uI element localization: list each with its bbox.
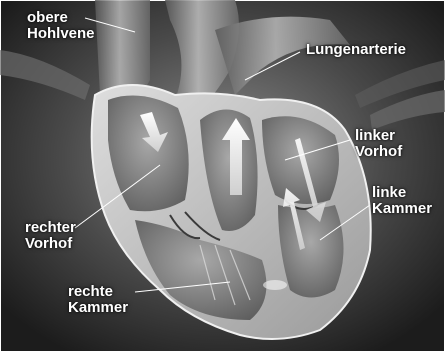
label-left-atrium-line1: linker bbox=[355, 128, 402, 144]
label-pulmonary-artery-line1: Lungenarterie bbox=[306, 42, 406, 58]
label-right-atrium: rechter Vorhof bbox=[25, 220, 76, 252]
label-pulmonary-artery: Lungenarterie bbox=[306, 42, 406, 58]
label-right-ventricle: rechte Kammer bbox=[68, 284, 128, 316]
label-superior-vena-cava: obere Hohlvene bbox=[27, 10, 95, 42]
label-left-ventricle-line2: Kammer bbox=[372, 201, 432, 217]
label-superior-vena-cava-line1: obere bbox=[27, 10, 95, 26]
label-right-atrium-line2: Vorhof bbox=[25, 236, 76, 252]
label-left-ventricle-line1: linke bbox=[372, 185, 432, 201]
highlight-glow bbox=[263, 280, 287, 290]
label-left-atrium: linker Vorhof bbox=[355, 128, 402, 160]
label-left-ventricle: linke Kammer bbox=[372, 185, 432, 217]
label-left-atrium-line2: Vorhof bbox=[355, 144, 402, 160]
label-right-atrium-line1: rechter bbox=[25, 220, 76, 236]
label-superior-vena-cava-line2: Hohlvene bbox=[27, 26, 95, 42]
label-right-ventricle-line2: Kammer bbox=[68, 300, 128, 316]
label-right-ventricle-line1: rechte bbox=[68, 284, 128, 300]
